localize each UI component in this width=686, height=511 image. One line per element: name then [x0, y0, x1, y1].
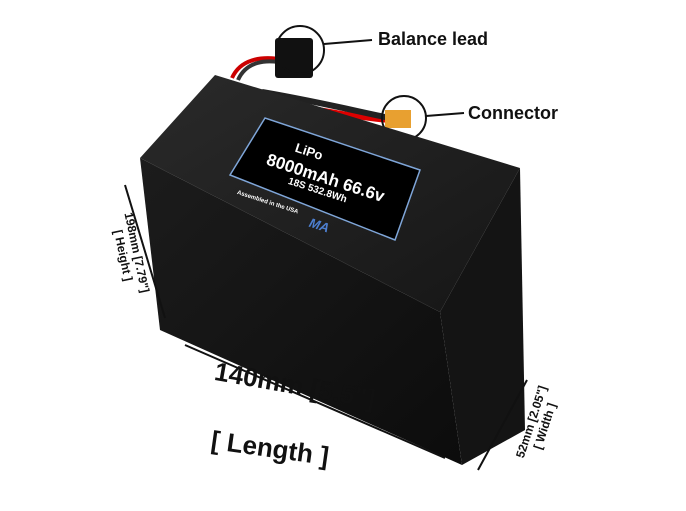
balance-lead-callout: Balance lead — [378, 29, 489, 49]
connector-callout: Connector — [468, 103, 558, 123]
battery-side — [440, 168, 525, 465]
battery-front — [140, 158, 462, 465]
dimension-arrows — [124, 184, 528, 471]
balance-lead-circle — [275, 25, 325, 75]
label-panel — [228, 117, 421, 241]
